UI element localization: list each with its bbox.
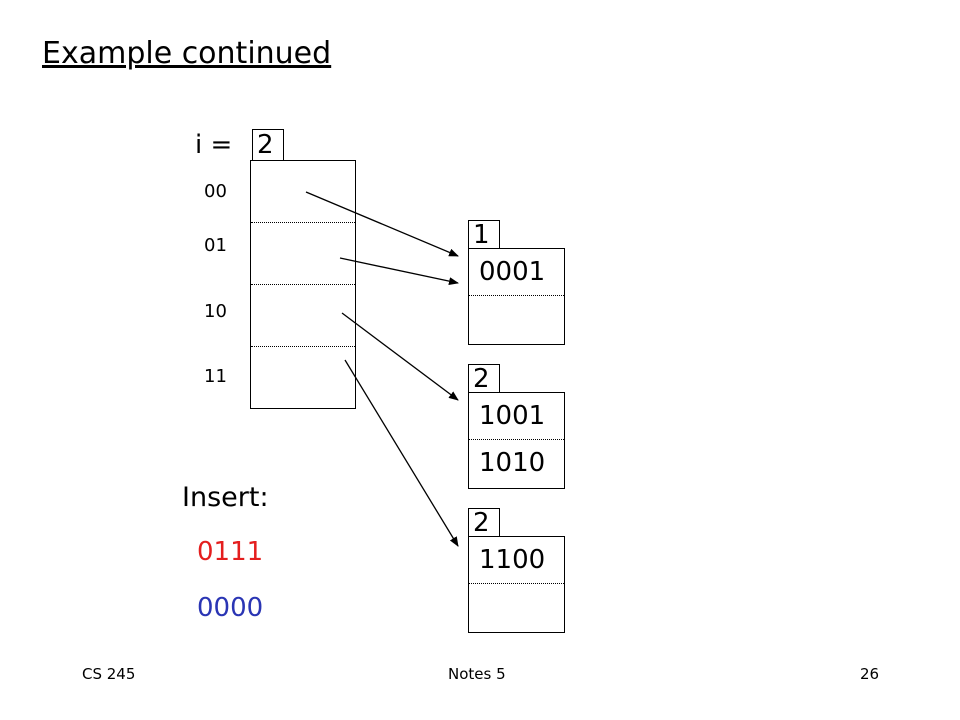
global-depth-label: i = xyxy=(195,130,233,160)
footer-notes: Notes 5 xyxy=(448,665,506,683)
bucket-1: 0001 xyxy=(468,248,565,345)
bucket-record: 1100 xyxy=(469,537,564,584)
bucket-3: 1100 xyxy=(468,536,565,633)
insert-key-1: 0111 xyxy=(197,537,264,567)
footer-course: CS 245 xyxy=(82,665,136,683)
insert-label: Insert: xyxy=(182,482,269,513)
pointer-arrow-11 xyxy=(344,359,459,547)
directory-label-10: 10 xyxy=(204,301,227,322)
directory-label-00: 00 xyxy=(204,181,227,202)
bucket-1-local-depth: 1 xyxy=(468,220,500,249)
pointer-arrow-01 xyxy=(339,257,459,286)
bucket-2: 1001 1010 xyxy=(468,392,565,489)
directory-label-01: 01 xyxy=(204,235,227,256)
insert-key-2: 0000 xyxy=(197,593,264,623)
directory-label-11: 11 xyxy=(204,366,227,387)
bucket-2-local-depth: 2 xyxy=(468,364,500,393)
slide-title: Example continued xyxy=(42,36,332,71)
directory-slot xyxy=(251,223,355,285)
bucket-record: 0001 xyxy=(469,249,564,296)
footer-page-number: 26 xyxy=(860,665,880,683)
directory-slot xyxy=(251,161,355,223)
bucket-record: 1001 xyxy=(469,393,564,440)
global-depth-value: 2 xyxy=(252,129,284,160)
directory-array xyxy=(250,160,356,409)
pointer-arrow-10 xyxy=(341,312,459,401)
pointer-arrow-00 xyxy=(305,191,459,257)
bucket-3-local-depth: 2 xyxy=(468,508,500,537)
bucket-record: 1010 xyxy=(479,448,546,478)
directory-slot xyxy=(251,285,355,347)
